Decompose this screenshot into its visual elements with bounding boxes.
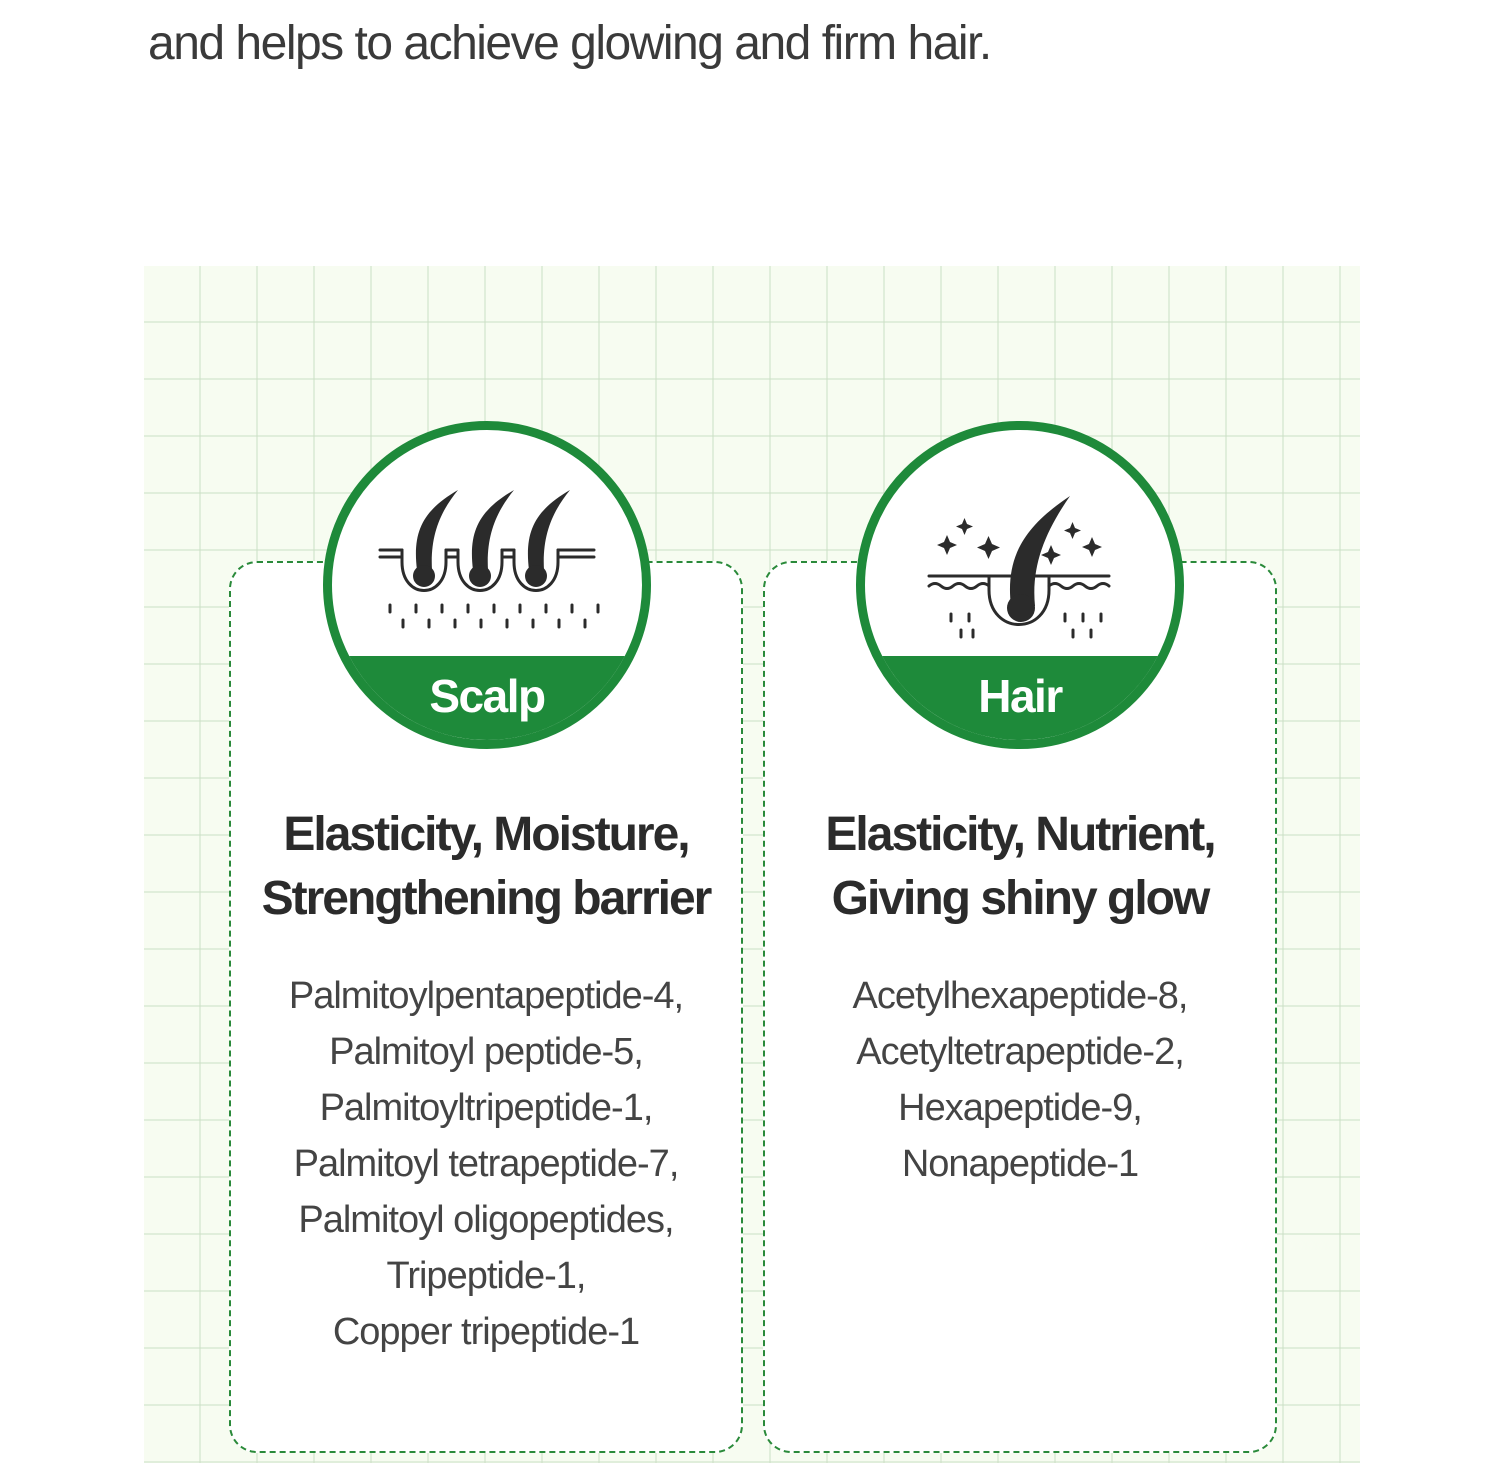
scalp-card-title: Elasticity, Moisture, Strengthening barr… xyxy=(231,803,741,931)
ingredient-item: Nonapeptide-1 xyxy=(901,1143,1139,1185)
ingredient-item: Acetylhexapeptide-8, xyxy=(852,975,1189,1017)
shiny-hair-icon xyxy=(927,496,1111,639)
hair-title-line-2: Giving shiny glow xyxy=(831,872,1211,925)
scalp-follicles-icon xyxy=(378,490,600,629)
scalp-ingredient-list: Palmitoylpentapeptide-4, Palmitoyl pepti… xyxy=(231,968,741,1360)
scalp-badge: Scalp xyxy=(323,421,651,749)
ingredient-item: Hexapeptide-9, xyxy=(898,1087,1143,1129)
hair-badge: Hair xyxy=(856,421,1184,749)
ingredient-item: Palmitoyl tetrapeptide-7, xyxy=(293,1143,680,1185)
hair-ingredient-list: Acetylhexapeptide-8, Acetyltetrapeptide-… xyxy=(765,968,1275,1192)
scalp-title-line-2: Strengthening barrier xyxy=(261,872,713,925)
ingredient-item: Copper tripeptide-1 xyxy=(332,1311,640,1353)
ingredient-item: Palmitoylpentapeptide-4, xyxy=(288,975,684,1017)
hair-card-title: Elasticity, Nutrient, Giving shiny glow xyxy=(765,803,1275,931)
hair-card: Elasticity, Nutrient, Giving shiny glow … xyxy=(763,561,1277,1453)
hair-title-line-1: Elasticity, Nutrient, xyxy=(825,808,1216,861)
ingredient-item: Palmitoyltripeptide-1, xyxy=(319,1087,654,1129)
ingredient-item: Tripeptide-1, xyxy=(386,1255,587,1297)
scalp-title-line-1: Elasticity, Moisture, xyxy=(283,808,690,861)
ingredient-item: Palmitoyl peptide-5, xyxy=(329,1031,644,1073)
intro-text: and helps to achieve glowing and firm ha… xyxy=(148,17,992,70)
scalp-badge-label: Scalp xyxy=(332,656,642,740)
scalp-card: Elasticity, Moisture, Strengthening barr… xyxy=(229,561,743,1453)
hair-badge-label: Hair xyxy=(865,656,1175,740)
ingredient-item: Palmitoyl oligopeptides, xyxy=(298,1199,674,1241)
ingredient-item: Acetyltetrapeptide-2, xyxy=(856,1031,1185,1073)
